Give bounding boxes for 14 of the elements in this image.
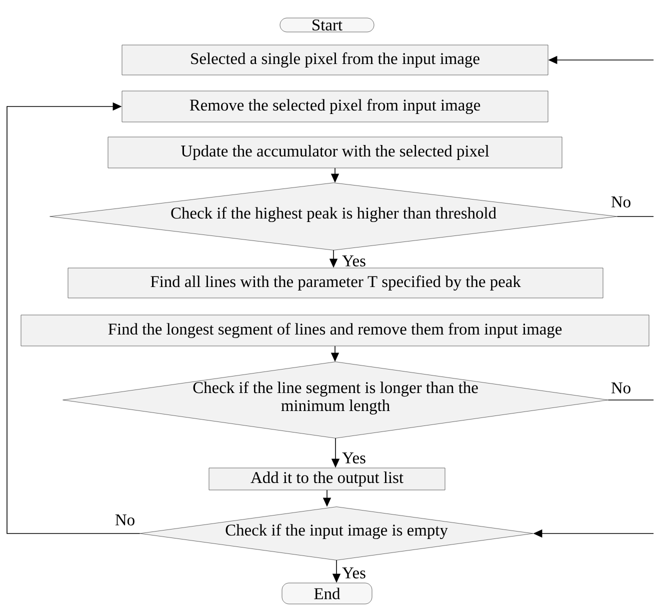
process-box: Remove the selected pixel from input image [122, 90, 548, 122]
process-box: Find the longest segment of lines and remove them from input image [20, 314, 650, 346]
process-box: Find all lines with the parameter T specified by the peak [68, 268, 604, 298]
edge-label: Yes [341, 254, 367, 268]
edge-label: Yes [341, 452, 367, 464]
process-box: Selected a single pixel from the input image [122, 44, 548, 76]
arrow [6, 102, 140, 534]
process-box: Update the accumulator with the selected pixel [108, 136, 562, 168]
terminal: End [282, 582, 372, 604]
edge-label: No [114, 514, 136, 526]
terminal: Start [280, 18, 374, 32]
edge-label: Yes [341, 566, 367, 580]
process-box: Add it to the output list [208, 468, 446, 490]
edge-label: No [610, 382, 632, 394]
